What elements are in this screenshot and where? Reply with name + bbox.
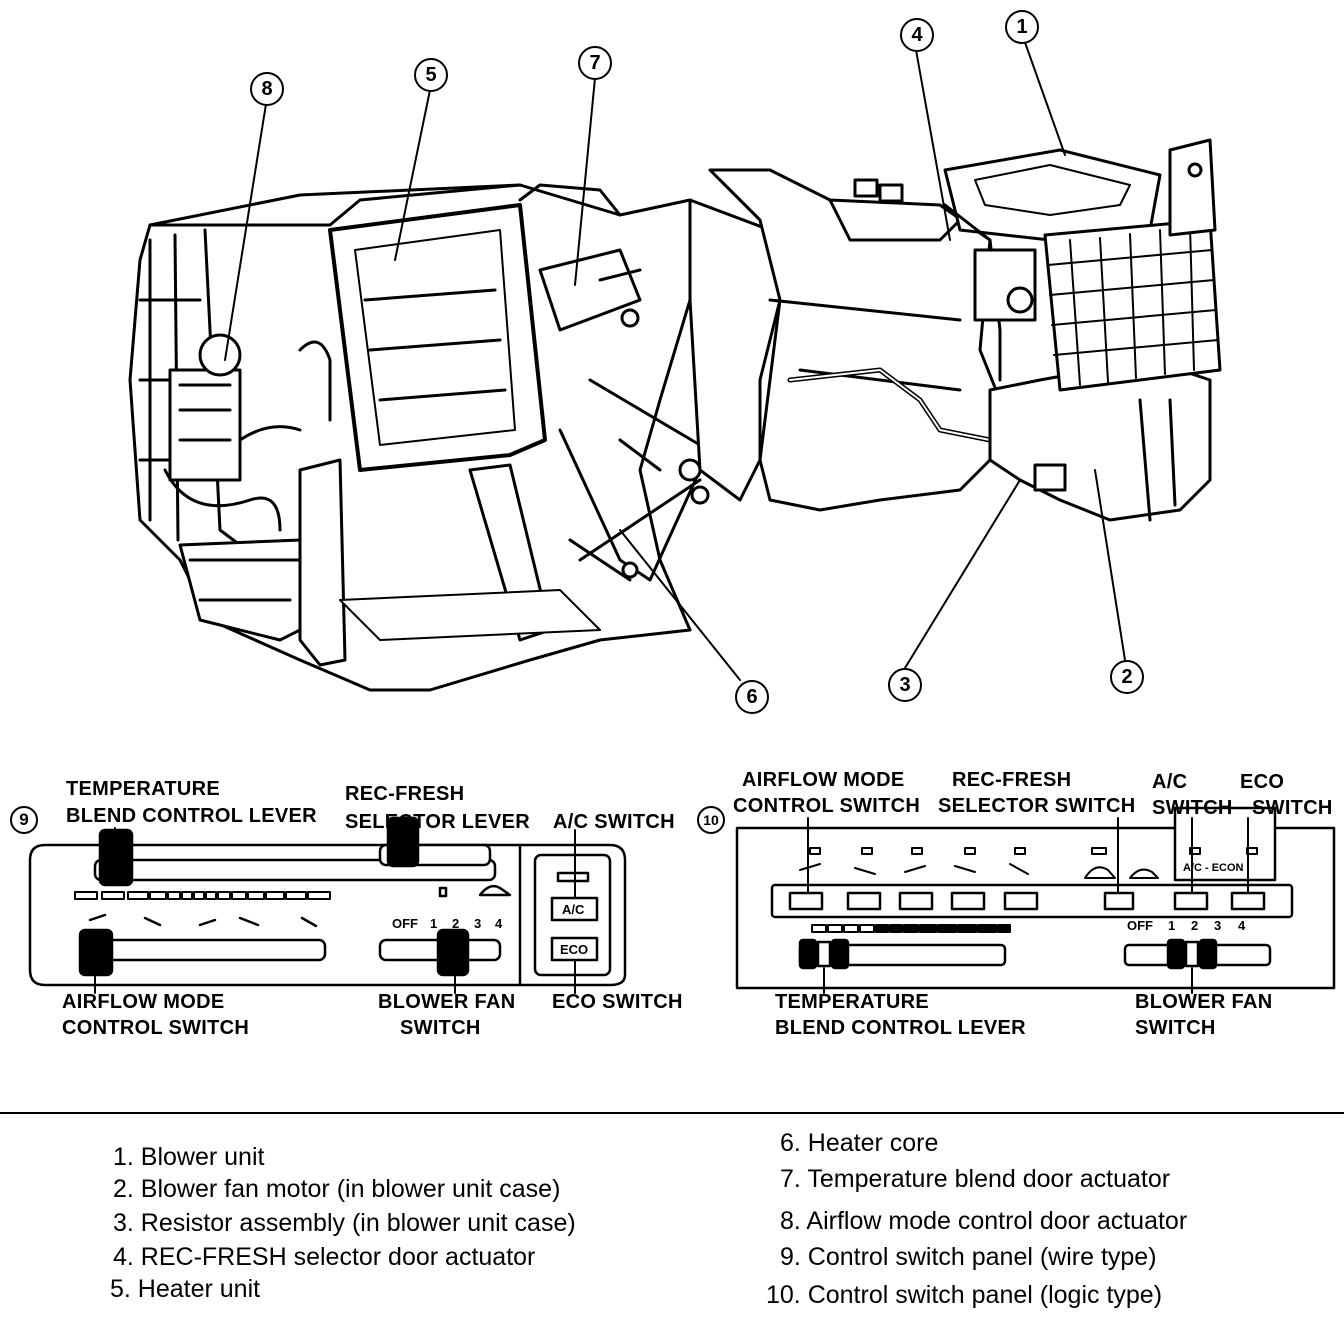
logic-recfresh-label-2: SELECTOR SWITCH bbox=[938, 795, 1136, 817]
logic-blower-label-1: BLOWER FAN bbox=[1135, 991, 1273, 1013]
logic-ac-label-2: SWITCH bbox=[1152, 797, 1233, 819]
legend-item-5: 5. Heater unit bbox=[110, 1275, 261, 1303]
wire-fan-2: 2 bbox=[452, 916, 460, 931]
logic-blower-label-2: SWITCH bbox=[1135, 1017, 1216, 1039]
legend-item-3: 3. Resistor assembly (in blower unit cas… bbox=[113, 1209, 576, 1237]
logic-eco-label-1: ECO bbox=[1240, 771, 1285, 793]
logic-fan-off: OFF bbox=[1127, 918, 1153, 933]
logic-eco-label-2: SWITCH bbox=[1252, 797, 1333, 819]
heater-unit-drawing bbox=[128, 183, 702, 692]
callout-4: 4 bbox=[900, 18, 934, 52]
wire-eco-button-text: ECO bbox=[560, 942, 589, 957]
wire-fan-4: 4 bbox=[495, 916, 503, 931]
callout-8: 8 bbox=[250, 72, 284, 106]
logic-recfresh-label-1: REC-FRESH bbox=[952, 769, 1072, 791]
wire-ac-switch-label: A/C SWITCH bbox=[553, 811, 675, 833]
logic-fan-4: 4 bbox=[1238, 918, 1246, 933]
callout-2: 2 bbox=[1110, 660, 1144, 694]
logic-ac-econ-text: A/C - ECON bbox=[1183, 862, 1244, 874]
callout-6: 6 bbox=[735, 680, 769, 714]
callout-9: 9 bbox=[10, 806, 38, 834]
wire-airflow-label-1: AIRFLOW MODE bbox=[62, 991, 225, 1013]
wire-temp-label-2: BLEND CONTROL LEVER bbox=[66, 805, 317, 827]
wire-recfresh-label-1: REC-FRESH bbox=[345, 783, 465, 805]
wire-fan-off: OFF bbox=[392, 916, 418, 931]
callout-10: 10 bbox=[697, 806, 725, 834]
callout-5: 5 bbox=[414, 58, 448, 92]
legend-item-7: 7. Temperature blend door actuator bbox=[780, 1165, 1171, 1193]
logic-fan-1: 1 bbox=[1168, 918, 1176, 933]
cooling-unit-drawing bbox=[688, 168, 1002, 512]
legend-item-4: 4. REC-FRESH selector door actuator bbox=[113, 1243, 536, 1271]
wire-eco-switch-label: ECO SWITCH bbox=[552, 991, 683, 1013]
callout-1: 1 bbox=[1005, 10, 1039, 44]
wire-temp-label-1: TEMPERATURE bbox=[66, 778, 221, 800]
logic-ac-label-1: A/C bbox=[1152, 771, 1188, 793]
wire-blower-label-2: SWITCH bbox=[400, 1017, 481, 1039]
callout-7: 7 bbox=[578, 46, 612, 80]
legend-item-1: 1. Blower unit bbox=[113, 1143, 265, 1171]
wire-fan-1: 1 bbox=[430, 916, 438, 931]
callout-leaders bbox=[224, 33, 1126, 681]
wire-airflow-label-2: CONTROL SWITCH bbox=[62, 1017, 250, 1039]
logic-fan-2: 2 bbox=[1191, 918, 1199, 933]
wire-blower-label-1: BLOWER FAN bbox=[378, 991, 516, 1013]
callout-3: 3 bbox=[888, 668, 922, 702]
legend-item-10: 10. Control switch panel (logic type) bbox=[766, 1281, 1163, 1309]
panel-wire-drawing bbox=[28, 816, 627, 987]
panel-logic-drawing bbox=[735, 806, 1336, 990]
logic-temp-label-2: BLEND CONTROL LEVER bbox=[775, 1017, 1026, 1039]
logic-fan-3: 3 bbox=[1214, 918, 1222, 933]
wire-fan-3: 3 bbox=[474, 916, 482, 931]
logic-temp-label-1: TEMPERATURE bbox=[775, 991, 930, 1013]
legend-item-2: 2. Blower fan motor (in blower unit case… bbox=[113, 1175, 561, 1203]
legend-item-6: 6. Heater core bbox=[780, 1129, 939, 1157]
wire-ac-button-text: A/C bbox=[562, 902, 585, 917]
legend-item-9: 9. Control switch panel (wire type) bbox=[780, 1243, 1157, 1271]
wire-recfresh-label-2: SELECTOR LEVER bbox=[345, 811, 530, 833]
legend-item-8: 8. Airflow mode control door actuator bbox=[780, 1207, 1188, 1235]
logic-airflow-label-1: AIRFLOW MODE bbox=[742, 769, 905, 791]
blower-unit-drawing bbox=[943, 138, 1222, 522]
logic-airflow-label-2: CONTROL SWITCH bbox=[733, 795, 921, 817]
